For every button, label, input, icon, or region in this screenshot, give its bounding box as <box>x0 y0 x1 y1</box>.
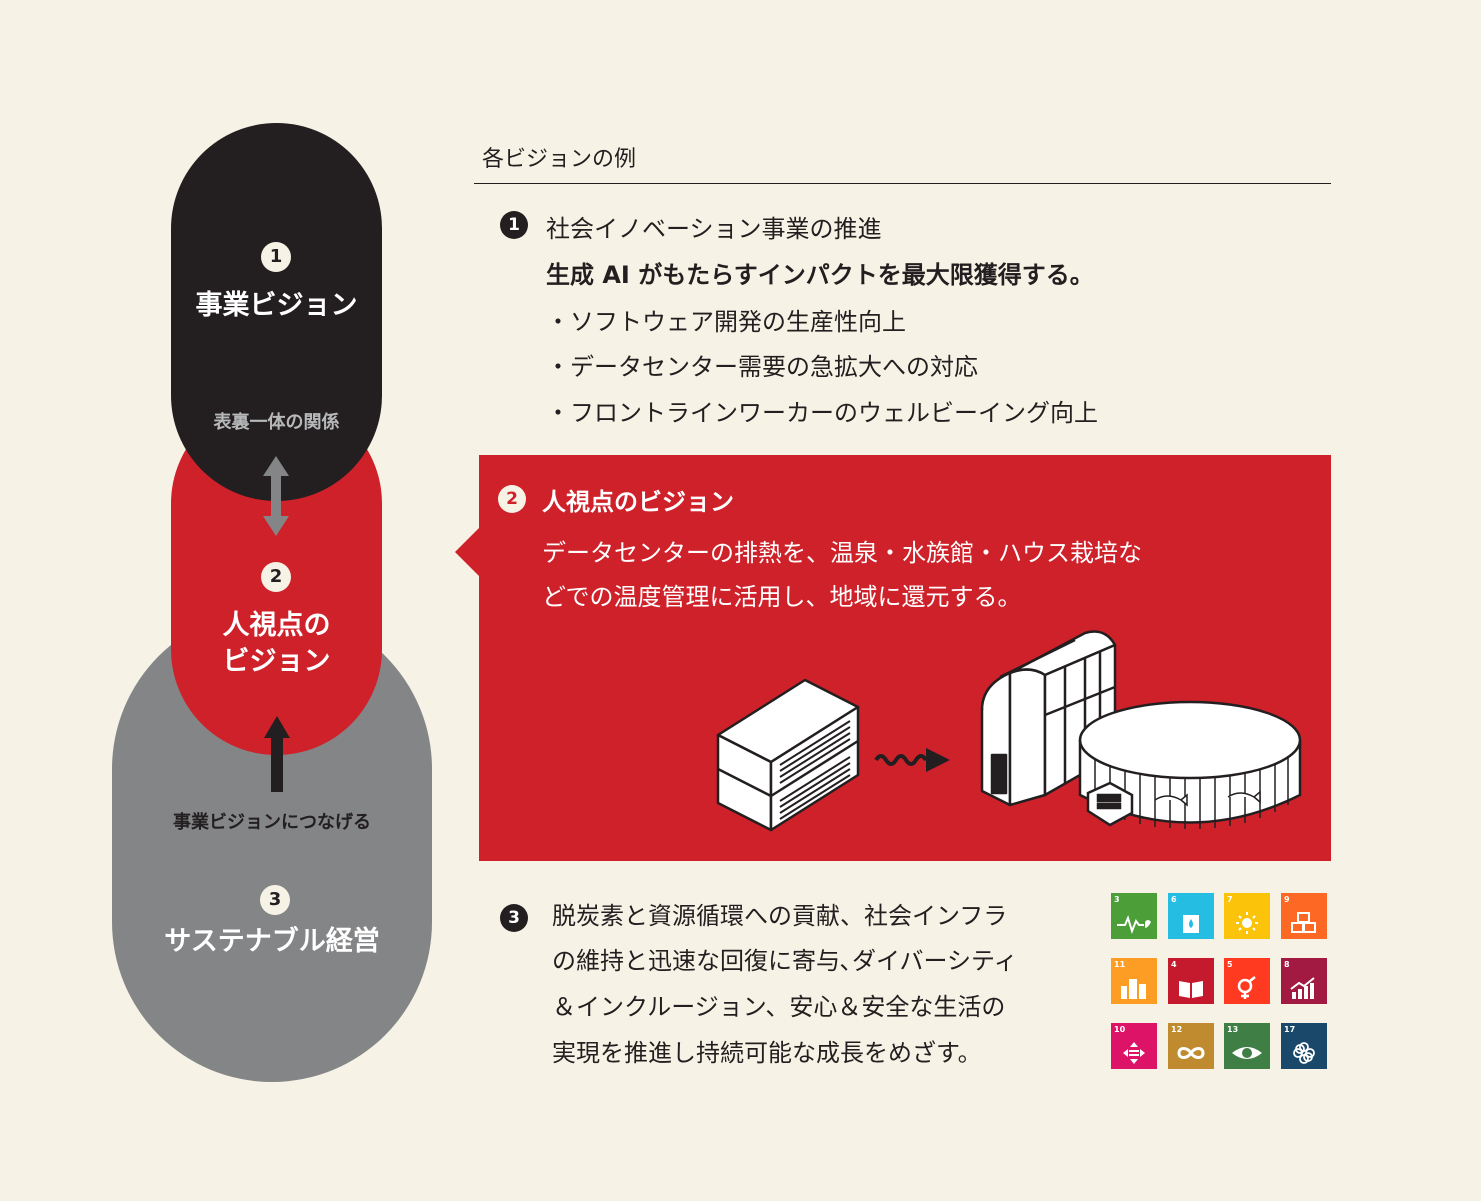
sdg-11-tile: 11 <box>1111 958 1157 1004</box>
infinity-icon <box>1177 1047 1205 1059</box>
heartbeat-icon <box>1117 915 1151 935</box>
sdg-5-tile: 5 <box>1224 958 1270 1004</box>
sdg-7-tile: 7 <box>1224 893 1270 939</box>
v1-headline: 生成 AI がもたらすインパクトを最大限獲得する。 <box>546 261 1094 289</box>
vision3-number-badge: 3 <box>260 885 290 915</box>
gender-icon <box>1237 976 1256 999</box>
growth-chart-icon <box>1290 977 1315 999</box>
examples-heading: 各ビジョンの例 <box>482 147 637 172</box>
sdg-4-tile: 4 <box>1168 958 1214 1004</box>
equality-icon <box>1123 1042 1145 1064</box>
v1-number-badge: 1 <box>500 211 528 239</box>
v2-text-line1: データセンターの排熱を、温泉・水族館・ハウス栽培な <box>542 539 1142 567</box>
business-vision-pill <box>171 123 382 501</box>
flower-icon <box>1293 1042 1315 1064</box>
v2-title: 人視点のビジョン <box>542 488 734 516</box>
vision2-title-line2: ビジョン <box>222 646 331 677</box>
vision2-title-line1: 人視点の <box>222 610 331 641</box>
v1-title: 社会イノベーション事業の推進 <box>546 215 882 243</box>
datacenter-heat-illustration <box>716 630 1302 832</box>
v2-text-line2: どでの温度管理に活用し、地域に還元する。 <box>542 583 1022 611</box>
sdg-10-tile: 10 <box>1111 1023 1157 1069</box>
relation-label: 表裏一体の関係 <box>213 412 340 433</box>
sdg-13-tile: 13 <box>1224 1023 1270 1069</box>
water-drop-icon <box>1183 915 1199 933</box>
heading-divider <box>474 183 1331 184</box>
sdg-17-tile: 17 <box>1281 1023 1327 1069</box>
sdg-12-tile: 12 <box>1168 1023 1214 1069</box>
eye-globe-icon <box>1232 1047 1262 1059</box>
vision3-title: サステナブル経営 <box>164 926 380 957</box>
sun-icon <box>1236 912 1258 934</box>
v1-bullet: ・ソフトウェア開発の生産性向上 <box>546 308 906 336</box>
double-arrow-icon <box>263 456 289 536</box>
heat-transfer-arrow-icon <box>874 748 950 772</box>
v1-bullet: ・データセンター需要の急拡大への対応 <box>546 353 978 381</box>
sdg-8-tile: 8 <box>1281 958 1327 1004</box>
v3-text-line: 脱炭素と資源循環への貢献、社会インフラ <box>552 902 1008 930</box>
v3-text-line: の維持と迅速な回復に寄与､ダイバーシティ <box>552 947 1018 975</box>
vision1-title: 事業ビジョン <box>195 290 358 321</box>
callout-pointer <box>455 527 480 577</box>
cubes-icon <box>1291 912 1316 933</box>
v3-text-line: ＆インクルージョン、安心＆安全な生活の <box>552 993 1006 1021</box>
connect-label: 事業ビジョンにつなげる <box>173 812 371 833</box>
v3-text-line: 実現を推進し持続可能な成長をめざす。 <box>552 1039 982 1067</box>
book-icon <box>1179 981 1203 998</box>
sdg-icons-grid: 3 6 7 9 11 4 5 8 10 12 13 17 <box>1111 893 1327 1069</box>
city-icon <box>1121 979 1146 999</box>
v1-bullet: ・フロントラインワーカーのウェルビーイング向上 <box>546 399 1098 427</box>
v2-number-badge: 2 <box>498 485 526 513</box>
vision2-number-badge: 2 <box>261 562 291 592</box>
vision1-number-badge: 1 <box>261 242 291 272</box>
v3-number-badge: 3 <box>500 904 528 932</box>
sdg-9-tile: 9 <box>1281 893 1327 939</box>
sdg-3-tile: 3 <box>1111 893 1157 939</box>
up-arrow-icon <box>264 716 290 792</box>
sdg-6-tile: 6 <box>1168 893 1214 939</box>
aquarium-icon <box>1078 700 1302 829</box>
